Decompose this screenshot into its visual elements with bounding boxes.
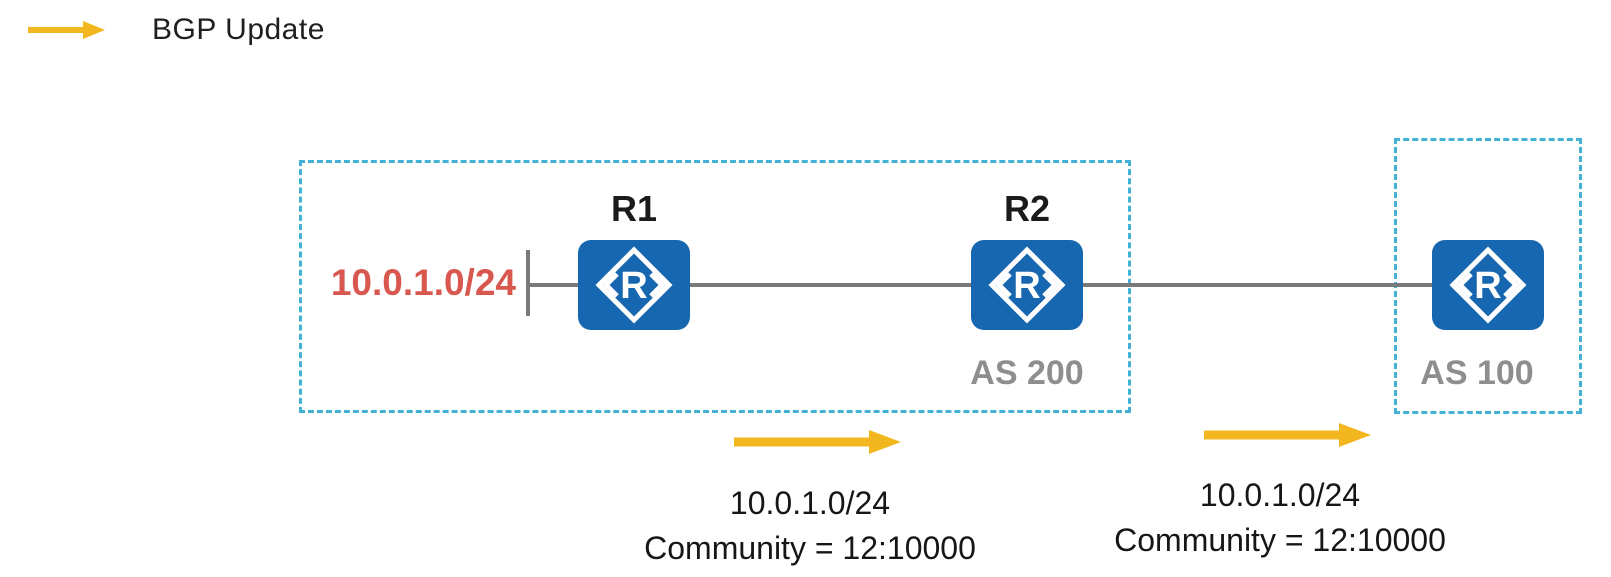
router-letter: R (1013, 265, 1040, 307)
bgp-update-arrow-1 (734, 430, 901, 454)
arrow-head (869, 430, 901, 454)
link-r2-as100 (1083, 283, 1434, 287)
router-right-chevron (1042, 272, 1059, 298)
router-right-chevron (1503, 272, 1520, 298)
router-left-chevron (602, 272, 619, 298)
router-icon: R (1432, 240, 1544, 330)
as100-label: AS 100 (1420, 354, 1534, 392)
router-letter: R (1474, 265, 1501, 307)
legend-arrow-head (83, 21, 105, 39)
link-r1-r2 (690, 283, 973, 287)
update-prefix: 10.0.1.0/24 (1199, 477, 1361, 513)
router-diamond (595, 246, 673, 324)
router-diamond (1449, 246, 1527, 324)
update-community: Community = 12:10000 (644, 530, 976, 566)
router-diamond (988, 246, 1066, 324)
router-body (578, 240, 690, 330)
router-icon: R (578, 240, 690, 330)
router-left-chevron (995, 272, 1012, 298)
stub-link-line (530, 283, 580, 287)
router-icon: R (971, 240, 1083, 330)
bgp-update-arrow-2 (1204, 423, 1371, 447)
stub-network-bar (526, 250, 530, 316)
as100-boundary-box (1394, 138, 1582, 414)
update-community: Community = 12:10000 (1114, 522, 1446, 558)
bgp-update-annotation-1: 10.0.1.0/24 Community = 12:10000 (615, 481, 1005, 571)
update-prefix: 10.0.1.0/24 (729, 485, 891, 521)
bgp-update-arrow-icon (28, 21, 105, 39)
router-r1-label: R1 (610, 188, 658, 229)
router-right-chevron (649, 272, 666, 298)
router-body (971, 240, 1083, 330)
as200-label: AS 200 (970, 354, 1084, 392)
arrow-head (1339, 423, 1371, 447)
bgp-update-annotation-2: 10.0.1.0/24 Community = 12:10000 (1085, 473, 1475, 563)
legend-label: BGP Update (152, 13, 325, 46)
router-letter: R (620, 265, 647, 307)
router-r2-label: R2 (1003, 188, 1051, 229)
router-left-chevron (1456, 272, 1473, 298)
router-body (1432, 240, 1544, 330)
stub-prefix-label: 10.0.1.0/24 (330, 262, 516, 303)
